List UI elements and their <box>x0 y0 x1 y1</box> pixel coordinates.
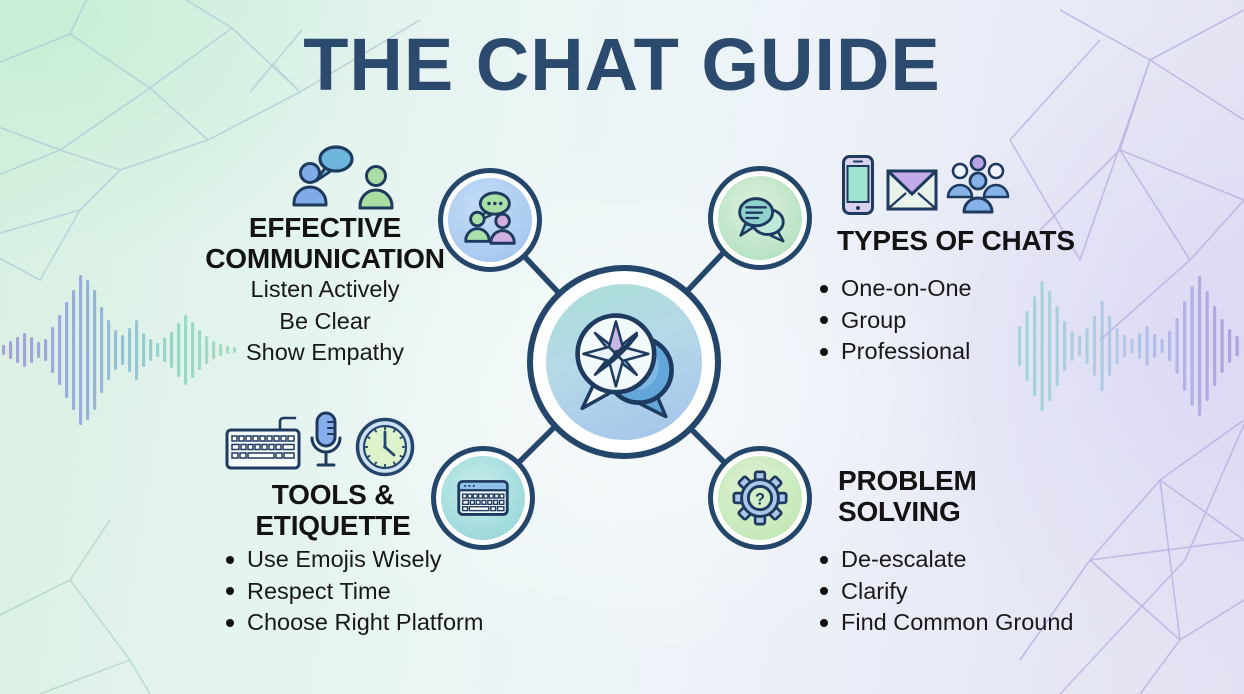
mesh-right <box>1009 9 1244 694</box>
bullet-dot <box>226 618 234 627</box>
right-waveform-icon <box>1018 276 1239 416</box>
list-item: Respect Time <box>226 576 483 608</box>
bullet-dot <box>226 587 234 596</box>
two-people-talking-icon <box>292 145 394 210</box>
list-item: Professional <box>820 336 972 368</box>
hub-circle <box>527 265 721 459</box>
people-chat-icon <box>464 191 516 245</box>
heading-line: SOLVING <box>838 496 961 527</box>
satellite-keyboard-window <box>431 446 535 550</box>
bullet-dot <box>820 316 828 325</box>
group-people-icon <box>946 154 1010 214</box>
page-title: THE CHAT GUIDE <box>303 23 941 106</box>
bullet-dot <box>820 284 828 293</box>
list-tools-etiquette: Use Emojis Wisely Respect Time Choose Ri… <box>226 544 483 639</box>
list-item: De-escalate <box>820 544 1074 576</box>
question-mark-glyph: ? <box>755 490 765 508</box>
section-heading-effective-communication: EFFECTIVE COMMUNICATION <box>160 212 490 274</box>
list-item: Find Common Ground <box>820 607 1074 639</box>
list-item: Choose Right Platform <box>226 607 483 639</box>
list-item: Be Clear <box>279 307 371 334</box>
list-item: One-on-One <box>820 273 972 305</box>
mesh-bottom-left <box>0 519 151 694</box>
heading-line: COMMUNICATION <box>205 243 445 274</box>
envelope-icon <box>886 169 938 211</box>
keyboard-icon <box>225 416 301 470</box>
left-waveform-icon <box>2 275 237 425</box>
mesh-top-left <box>0 0 421 281</box>
compass-chat-icon <box>575 313 674 419</box>
microphone-icon <box>310 411 342 467</box>
smartphone-icon <box>842 155 874 215</box>
bullet-dot <box>820 555 828 564</box>
list-item: Clarify <box>820 576 1074 608</box>
clock-icon <box>355 417 415 477</box>
list-item: Listen Actively <box>250 276 400 302</box>
list-problem-solving: De-escalate Clarify Find Common Ground <box>820 544 1074 639</box>
satellite-chat-bubbles <box>708 166 812 270</box>
heading-line: EFFECTIVE <box>248 212 402 243</box>
heading-line: ETIQUETTE <box>255 510 411 541</box>
section-heading-problem-solving: PROBLEM SOLVING <box>838 465 1098 527</box>
heading-line: PROBLEM <box>838 465 977 496</box>
bullet-dot <box>820 347 828 356</box>
list-types-of-chats: One-on-One Group Professional <box>820 273 972 368</box>
section-heading-tools-etiquette: TOOLS & ETIQUETTE <box>218 479 448 541</box>
keyboard-window-icon <box>457 480 509 516</box>
satellite-gear-question: ? <box>708 446 812 550</box>
list-item: Show Empathy <box>245 339 405 365</box>
bullet-dot <box>226 555 234 564</box>
section-heading-types-of-chats: TYPES OF CHATS <box>837 225 1117 256</box>
heading-line: TYPES OF CHATS <box>837 225 1075 256</box>
list-effective-communication: Listen Actively Be Clear Show Empathy <box>160 274 490 369</box>
satellite-people-chat <box>438 168 542 272</box>
list-item: Group <box>820 305 972 337</box>
chat-bubbles-icon <box>738 197 785 243</box>
bullet-dot <box>820 618 828 627</box>
bullet-dot <box>820 587 828 596</box>
heading-line: TOOLS & <box>271 479 395 510</box>
gear-question-icon: ? <box>732 470 788 526</box>
list-item: Use Emojis Wisely <box>226 544 483 576</box>
